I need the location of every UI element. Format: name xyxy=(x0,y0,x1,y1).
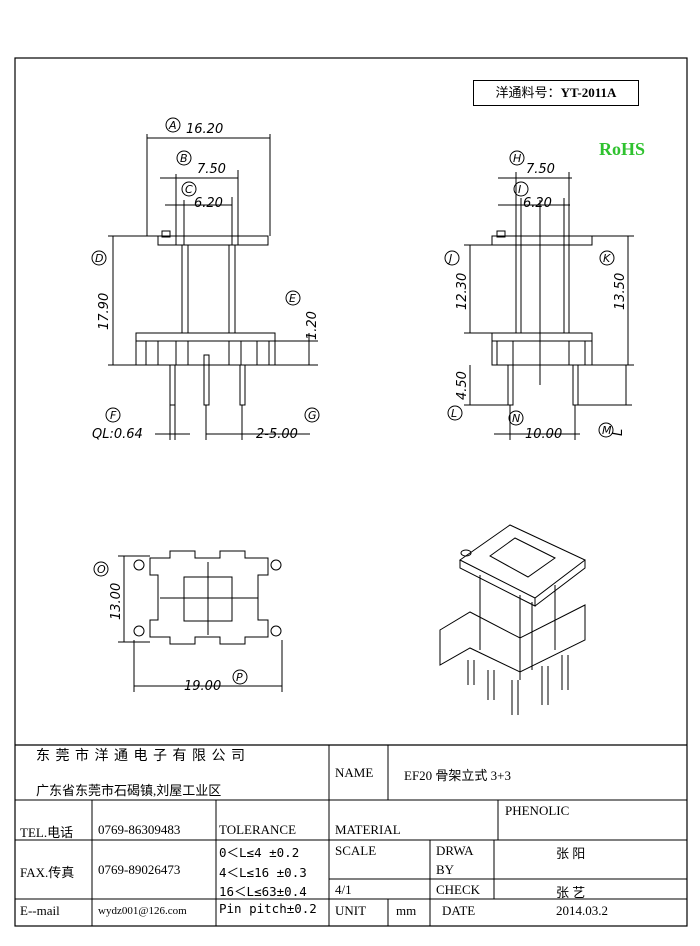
svg-text:M: M xyxy=(602,424,612,437)
unit-value: mm xyxy=(396,903,417,918)
name-value: EF20 骨架立式 3+3 xyxy=(404,768,512,783)
dim-h-text: 7.50 xyxy=(526,162,555,177)
svg-text:K: K xyxy=(603,252,611,265)
title-block-grid xyxy=(15,744,687,926)
dim-k-text: 13.50 xyxy=(613,273,628,310)
tolerance-row-3: 16＜L≤63±0.4 xyxy=(219,884,307,899)
drawing-border xyxy=(14,57,688,927)
date-label: DATE xyxy=(442,903,476,918)
isometric-view xyxy=(439,524,586,715)
svg-text:O: O xyxy=(97,563,106,576)
svg-text:B: B xyxy=(180,152,188,165)
svg-text:P: P xyxy=(236,671,243,684)
side-view: 7.50 6.20 12.30 13.50 4.50 10.00 L H I J… xyxy=(444,150,634,442)
dim-a-text: 16.20 xyxy=(186,122,223,137)
part-number-label: 洋通料号： xyxy=(495,85,561,100)
drawn-label-1: DRWA xyxy=(436,843,474,858)
tolerance-row-4: Pin pitch±0.2 xyxy=(219,901,317,916)
material-value: PHENOLIC xyxy=(505,803,570,818)
fax-value: 0769-89026473 xyxy=(98,862,181,877)
dim-n-text: 10.00 xyxy=(525,427,562,442)
fax-label: FAX.传真 xyxy=(20,865,75,880)
dim-m-text: L xyxy=(611,429,626,436)
check-label: CHECK xyxy=(436,882,481,897)
dim-i-text: 6.20 xyxy=(523,196,552,211)
svg-text:I: I xyxy=(518,183,521,196)
bottom-view: 13.00 19.00 O P xyxy=(93,550,283,694)
dim-c-text: 6.20 xyxy=(194,196,223,211)
tel-value: 0769-86309483 xyxy=(98,822,181,837)
dim-l-text: 4.50 xyxy=(455,371,470,400)
tolerance-row-1: 0＜L≤4 ±0.2 xyxy=(219,845,300,860)
svg-text:F: F xyxy=(110,409,117,422)
check-value: 张 艺 xyxy=(556,885,586,900)
svg-text:H: H xyxy=(513,152,521,165)
scale-value: 4/1 xyxy=(335,882,352,897)
unit-label: UNIT xyxy=(335,903,367,918)
tel-label: TEL.电话 xyxy=(20,825,74,840)
company-name: 东 莞 市 洋 通 电 子 有 限 公 司 xyxy=(36,749,246,764)
svg-text:E: E xyxy=(289,292,296,305)
name-label: NAME xyxy=(335,765,374,780)
tolerance-row-2: 4＜L≤16 ±0.3 xyxy=(219,865,307,880)
dim-o-text: 13.00 xyxy=(109,583,124,620)
dim-e-text: 1.20 xyxy=(305,311,320,340)
drawn-value: 张 阳 xyxy=(556,846,586,861)
email-label: E--mail xyxy=(20,903,60,918)
svg-text:D: D xyxy=(95,252,103,265)
svg-text:J: J xyxy=(447,252,452,265)
dim-d-text: 17.90 xyxy=(97,293,112,330)
email-value: wydz001@126.com xyxy=(98,905,187,917)
drawn-label-2: BY xyxy=(436,862,455,877)
svg-text:N: N xyxy=(512,412,520,425)
dim-f-text: QL:0.64 xyxy=(92,427,143,442)
svg-text:A: A xyxy=(168,119,177,132)
front-view: 16.20 7.50 6.20 17.90 1.20 QL:0.64 2-5.0… xyxy=(91,117,320,442)
dim-j-text: 12.30 xyxy=(455,273,470,310)
svg-text:L: L xyxy=(451,407,457,420)
dim-b-text: 7.50 xyxy=(197,162,226,177)
date-value: 2014.03.2 xyxy=(556,903,608,918)
material-label: MATERIAL xyxy=(335,822,401,837)
dim-g-text: 2-5.00 xyxy=(256,427,298,442)
dim-p-text: 19.00 xyxy=(184,679,221,694)
part-number: YT-2011A xyxy=(560,85,617,100)
svg-text:C: C xyxy=(185,183,193,196)
rohs-mark: RoHS xyxy=(599,139,646,159)
company-address: 广东省东莞市石碣镇,刘屋工业区 xyxy=(36,783,222,798)
svg-text:G: G xyxy=(308,409,317,422)
tolerance-label: TOLERANCE xyxy=(219,822,297,837)
scale-label: SCALE xyxy=(335,843,377,858)
part-number-box: 洋通料号：YT-2011A xyxy=(473,80,639,106)
